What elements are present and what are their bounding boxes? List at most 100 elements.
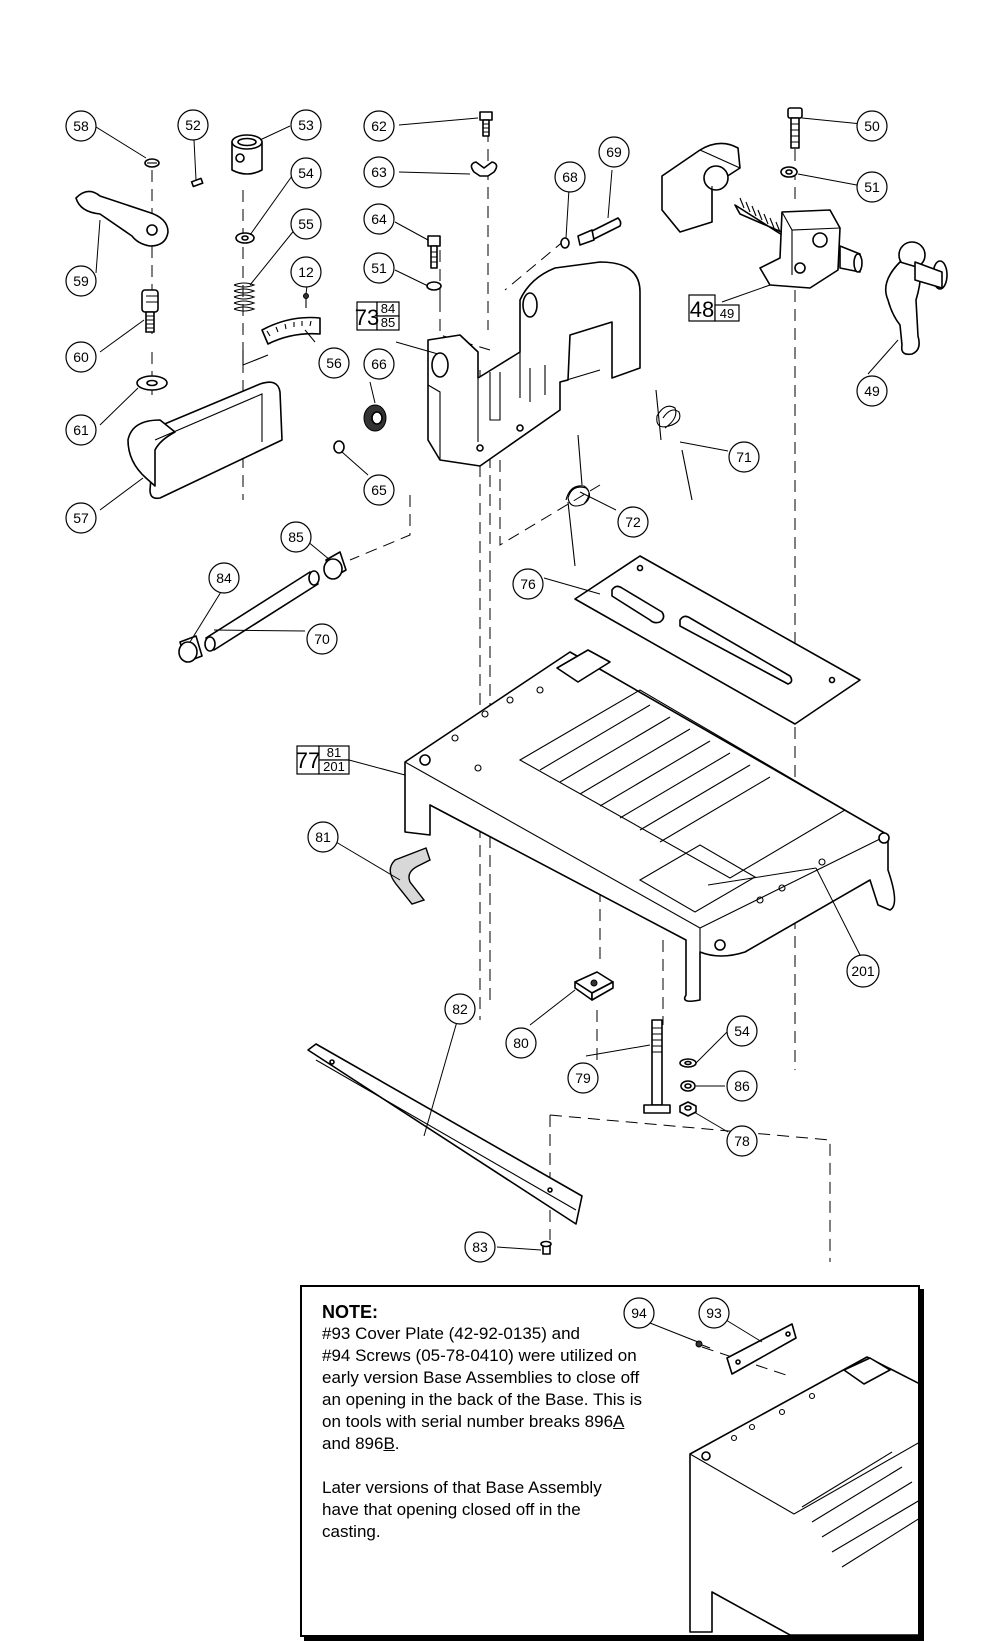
callout-201: 201 bbox=[846, 954, 880, 988]
rail-82-shape bbox=[307, 1043, 583, 1225]
ref-box-73: 73 84 85 bbox=[355, 301, 400, 331]
svg-text:51: 51 bbox=[864, 179, 880, 195]
svg-text:48: 48 bbox=[690, 297, 714, 322]
svg-text:49: 49 bbox=[864, 383, 880, 399]
svg-text:84: 84 bbox=[381, 301, 395, 316]
svg-text:80: 80 bbox=[513, 1035, 529, 1051]
callout-79: 79 bbox=[567, 1062, 599, 1094]
callout-52: 52 bbox=[177, 109, 209, 141]
callout-66: 66 bbox=[363, 348, 395, 380]
svg-text:81: 81 bbox=[315, 829, 331, 845]
screw-58-shape bbox=[144, 158, 160, 168]
svg-text:12: 12 bbox=[298, 264, 314, 280]
callout-59: 59 bbox=[65, 265, 97, 297]
note-line: casting. bbox=[322, 1522, 381, 1541]
svg-text:79: 79 bbox=[575, 1070, 591, 1086]
svg-text:85: 85 bbox=[288, 529, 304, 545]
note-line: #94 Screws (05-78-0410) were utilized on bbox=[322, 1346, 637, 1365]
bushing-84-shape bbox=[178, 635, 203, 663]
pin-52-shape bbox=[190, 177, 204, 188]
callout-49: 49 bbox=[856, 375, 888, 407]
callout-76: 76 bbox=[512, 568, 544, 600]
note-title: NOTE: bbox=[322, 1302, 378, 1322]
svg-text:57: 57 bbox=[73, 510, 89, 526]
callout-70: 70 bbox=[306, 623, 338, 655]
note-inset-diagram: 94 93 bbox=[623, 1297, 918, 1635]
bolt-64-shape bbox=[427, 235, 441, 269]
callout-82: 82 bbox=[444, 993, 476, 1025]
svg-text:61: 61 bbox=[73, 422, 89, 438]
ref-box-48: 48 49 bbox=[688, 294, 740, 322]
callout-61: 61 bbox=[65, 414, 97, 446]
svg-text:59: 59 bbox=[73, 273, 89, 289]
callout-86: 86 bbox=[726, 1070, 758, 1102]
spring-71-shape bbox=[655, 389, 693, 501]
svg-text:85: 85 bbox=[381, 315, 395, 330]
bolt-60-shape bbox=[141, 289, 159, 333]
screw-50-shape bbox=[787, 107, 803, 149]
callout-63: 63 bbox=[363, 156, 395, 188]
note-box: NOTE: #93 Cover Plate (42-92-0135) and #… bbox=[300, 1285, 920, 1637]
screw-62-shape bbox=[479, 111, 493, 137]
base-77-shape bbox=[404, 649, 896, 1002]
callout-85: 85 bbox=[280, 521, 312, 553]
wingnut-63-shape bbox=[470, 161, 498, 177]
note-line: #93 Cover Plate (42-92-0135) and bbox=[322, 1324, 580, 1343]
bolt-79-shape bbox=[643, 1019, 671, 1114]
callout-53: 53 bbox=[290, 109, 322, 141]
ring-65-shape bbox=[333, 440, 345, 454]
note-line: on tools with serial number breaks 896A bbox=[322, 1412, 625, 1431]
callout-54-upper: 54 bbox=[290, 157, 322, 189]
callout-57: 57 bbox=[65, 502, 97, 534]
inset-plate-93-shape bbox=[726, 1323, 797, 1375]
svg-text:93: 93 bbox=[706, 1305, 722, 1321]
svg-text:66: 66 bbox=[371, 356, 387, 372]
callout-54-lower: 54 bbox=[726, 1015, 758, 1047]
svg-text:62: 62 bbox=[371, 118, 387, 134]
svg-text:72: 72 bbox=[625, 514, 641, 530]
svg-text:64: 64 bbox=[371, 211, 387, 227]
callout-83: 83 bbox=[464, 1231, 496, 1263]
washer-68-shape bbox=[560, 237, 570, 249]
svg-text:68: 68 bbox=[562, 169, 578, 185]
callout-81: 81 bbox=[307, 821, 339, 853]
bracket-73-shape bbox=[427, 261, 641, 467]
callout-69: 69 bbox=[598, 136, 630, 168]
svg-text:49: 49 bbox=[720, 306, 734, 321]
note-line: early version Base Assemblies to close o… bbox=[322, 1368, 640, 1387]
washer-54-shape bbox=[235, 232, 255, 244]
svg-text:78: 78 bbox=[734, 1133, 750, 1149]
block-80-shape bbox=[574, 971, 614, 1001]
callout-68: 68 bbox=[554, 161, 586, 193]
svg-text:54: 54 bbox=[734, 1023, 750, 1039]
callout-50: 50 bbox=[856, 110, 888, 142]
knob-53-shape bbox=[231, 134, 263, 175]
svg-text:86: 86 bbox=[734, 1078, 750, 1094]
svg-text:63: 63 bbox=[371, 164, 387, 180]
svg-text:84: 84 bbox=[216, 570, 232, 586]
svg-text:60: 60 bbox=[73, 349, 89, 365]
ref-box-77: 77 81 201 bbox=[296, 745, 350, 775]
svg-text:70: 70 bbox=[314, 631, 330, 647]
svg-text:83: 83 bbox=[472, 1239, 488, 1255]
note-line: an opening in the back of the Base. This… bbox=[322, 1390, 643, 1409]
svg-text:51: 51 bbox=[371, 260, 387, 276]
fence-57-shape bbox=[127, 350, 283, 500]
screw-12-shape bbox=[303, 293, 309, 308]
washer-54b-shape bbox=[679, 1058, 697, 1068]
svg-text:52: 52 bbox=[185, 117, 201, 133]
callout-93: 93 bbox=[698, 1297, 730, 1329]
callout-64: 64 bbox=[363, 203, 395, 235]
note-line: have that opening closed off in the bbox=[322, 1500, 581, 1519]
screw-83-shape bbox=[540, 1240, 552, 1255]
svg-text:201: 201 bbox=[323, 759, 345, 774]
inset-base-shape bbox=[689, 1356, 918, 1635]
svg-text:50: 50 bbox=[864, 118, 880, 134]
foot-81-shape bbox=[389, 847, 431, 905]
callout-84: 84 bbox=[208, 562, 240, 594]
callout-58: 58 bbox=[65, 110, 97, 142]
svg-text:53: 53 bbox=[298, 117, 314, 133]
washer-51b-shape bbox=[780, 166, 798, 178]
leader-lines bbox=[95, 117, 899, 1251]
